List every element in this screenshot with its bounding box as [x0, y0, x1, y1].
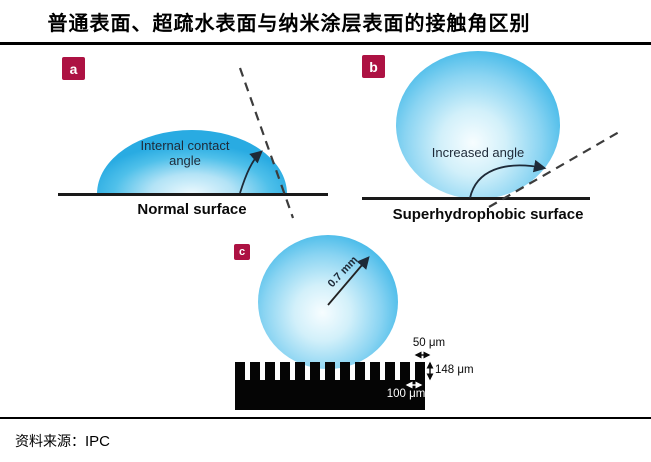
measurement-gap-label: 50 μm	[412, 337, 446, 349]
surface-line-superhydrophobic	[362, 197, 590, 200]
source-value: IPC	[85, 433, 111, 450]
panel-tag-b: b	[362, 55, 385, 78]
footer-divider	[0, 417, 651, 419]
droplet-sphere-nano	[258, 235, 398, 369]
panel-tag-a: a	[62, 57, 85, 80]
measurement-pitch-label: 100 μm	[386, 388, 426, 400]
source-label: 资料来源：	[15, 435, 85, 450]
title-underline	[0, 42, 651, 45]
annotation-internal-contact-angle: Internal contact angle	[140, 138, 230, 168]
surface-line-normal	[58, 193, 328, 196]
annotation-increased-angle: Increased angle	[431, 145, 525, 160]
micro-pillar-base	[235, 380, 425, 410]
caption-normal-surface: Normal surface	[137, 201, 247, 218]
panel-tag-c: c	[234, 244, 250, 260]
caption-superhydrophobic-surface: Superhydrophobic surface	[392, 206, 584, 223]
micro-pillar-teeth	[235, 362, 425, 380]
source-line: 资料来源：IPC	[15, 431, 110, 451]
figure-title: 普通表面、超疏水表面与纳米涂层表面的接触角区别	[47, 13, 531, 35]
droplet-sphere-superhydrophobic	[396, 51, 560, 199]
measurement-depth-label: 148 μm	[435, 364, 474, 376]
